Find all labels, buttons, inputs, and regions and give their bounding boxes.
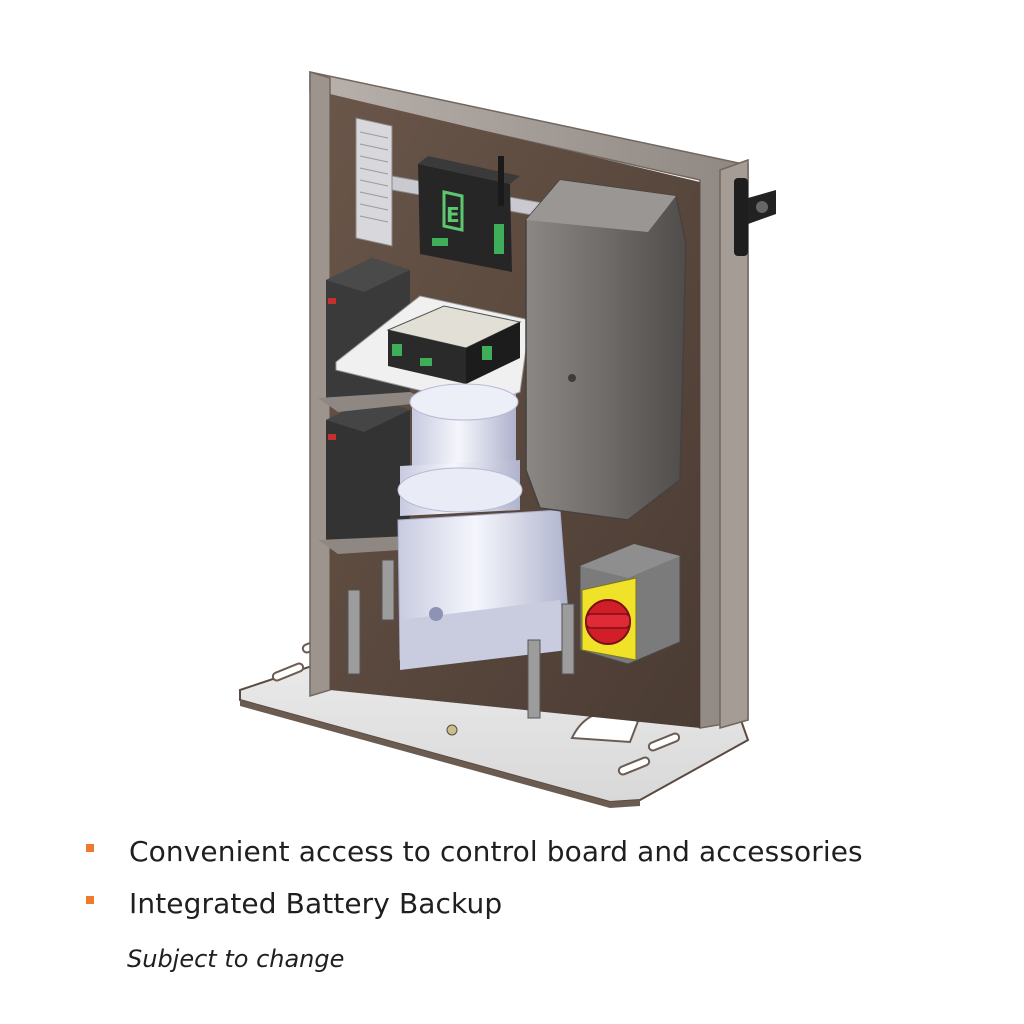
door-handle: [734, 178, 776, 256]
feature-item: Convenient access to control board and a…: [82, 828, 863, 880]
accessory-module: [335, 295, 531, 407]
feature-text: Integrated Battery Backup: [129, 887, 503, 920]
battery-lower: [326, 398, 410, 544]
board-logo: E: [446, 203, 460, 227]
square-bullet-icon: [86, 896, 94, 904]
gear-housing: [525, 179, 687, 521]
mounting-studs: [347, 559, 575, 719]
battery-shelf: [318, 392, 430, 412]
feature-text: Convenient access to control board and a…: [129, 835, 863, 868]
control-board: E: [418, 156, 520, 272]
feature-item: Integrated Battery Backup: [82, 880, 863, 932]
square-bullet-icon: [86, 844, 94, 852]
motor-assembly: [397, 383, 571, 670]
disclaimer-note: Subject to change: [127, 945, 345, 973]
feature-list: Convenient access to control board and a…: [82, 828, 863, 932]
gate-operator-illustration: E: [239, 70, 776, 808]
disconnect-switch: [579, 543, 681, 665]
terminal-strip: [355, 117, 393, 247]
